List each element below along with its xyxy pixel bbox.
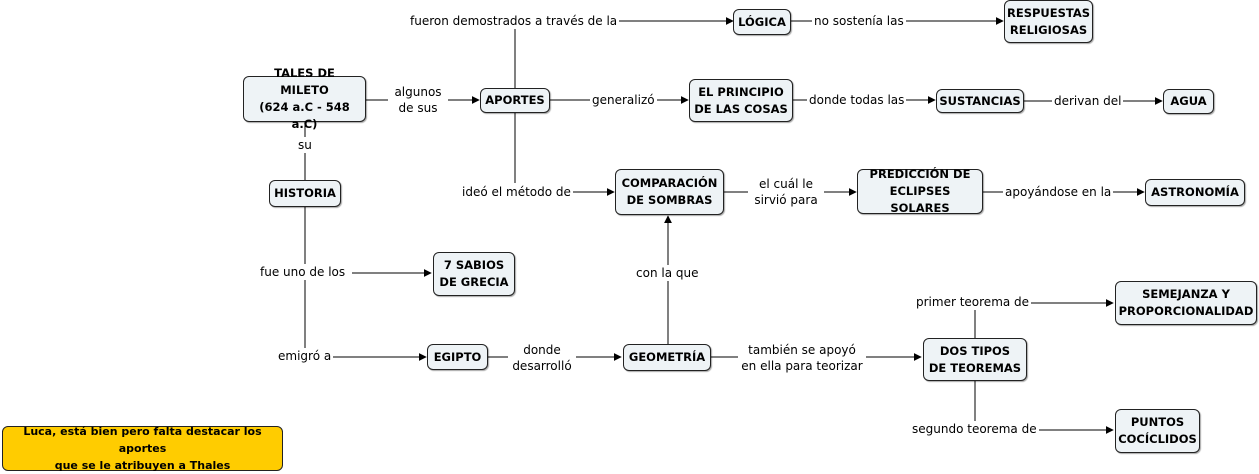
link-primer-teorema: primer teorema de [914,294,1032,310]
concept-logica[interactable]: LÓGICA [733,9,791,35]
link-derivan-del: derivan del [1052,93,1124,109]
link-segundo-teorema: segundo teorema de [910,421,1039,437]
concept-tales-de-mileto[interactable]: TALES DE MILETO (624 a.C - 548 a.C) [243,66,366,131]
concept-sustancias[interactable]: SUSTANCIAS [936,89,1024,113]
link-algunos-de-sus: algunos de sus [388,84,448,116]
concept-semejanza-proporcionalidad[interactable]: SEMEJANZA Y PROPORCIONALIDAD [1115,281,1257,325]
concept-7-sabios-de-grecia[interactable]: 7 SABIOS DE GRECIA [433,252,515,296]
link-el-cual-le-sirvio: el cuál le sirvió para [748,176,824,208]
link-su: su [296,137,314,153]
link-apoyandose-en-la: apoyándose en la [1003,184,1114,200]
link-donde-desarrollo: donde desarrolló [508,342,576,374]
concept-agua[interactable]: AGUA [1163,89,1214,114]
link-donde-todas-las: donde todas las [807,92,907,108]
concept-principio-de-las-cosas[interactable]: EL PRINCIPIO DE LAS COSAS [689,79,793,122]
concept-astronomia[interactable]: ASTRONOMÍA [1145,179,1245,206]
link-fueron-demostrados: fueron demostrados a través de la [408,13,620,29]
concept-aportes[interactable]: APORTES [480,88,550,113]
concept-respuestas-religiosas[interactable]: RESPUESTAS RELIGIOSAS [1004,0,1093,43]
link-tambien-se-apoyo: también se apoyó en ella para teorizar [738,342,866,374]
concept-puntos-cociclidos[interactable]: PUNTOS COCÍCLIDOS [1115,409,1200,453]
concept-egipto[interactable]: EGIPTO [427,344,488,370]
concept-geometria[interactable]: GEOMETRÍA [623,344,711,371]
link-ideo-el-metodo: ideó el método de [460,184,573,200]
concept-comparacion-de-sombras[interactable]: COMPARACIÓN DE SOMBRAS [615,169,724,215]
concept-historia[interactable]: HISTORIA [269,180,341,207]
comment-note[interactable]: Luca, está bien pero falta destacar los … [2,425,283,472]
link-no-sostenia: no sostenía las [812,13,906,29]
link-emigro-a: emigró a [276,348,334,364]
link-con-la-que: con la que [634,265,701,281]
link-fue-uno-de-los: fue uno de los [258,264,348,280]
link-generalizo: generalizó [590,92,657,108]
concept-prediccion-de-eclipses[interactable]: PREDICCIÓN DE ECLIPSES SOLARES [857,167,983,215]
concept-dos-tipos-de-teoremas[interactable]: DOS TIPOS DE TEOREMAS [923,338,1027,381]
